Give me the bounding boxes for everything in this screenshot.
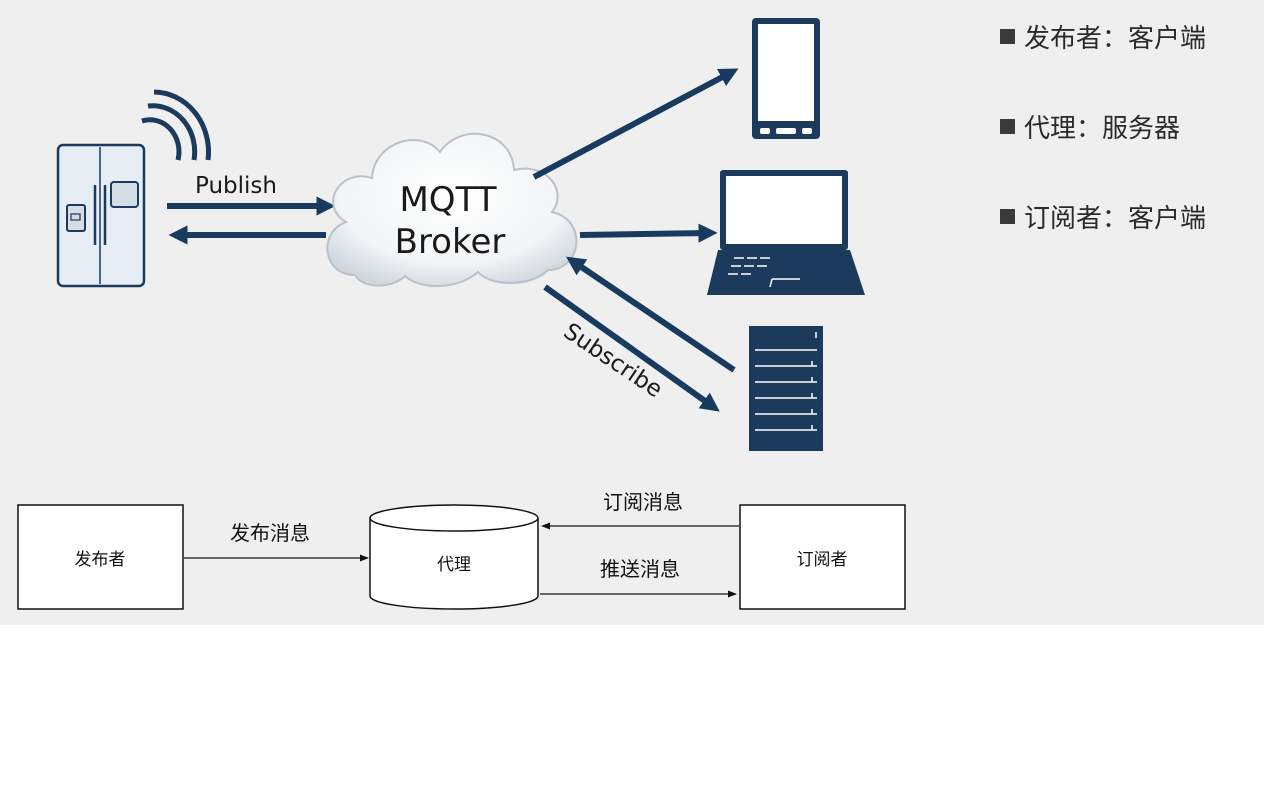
legend-text: 发布者：客户端 <box>1024 24 1207 54</box>
broker-box-label: 代理 <box>437 555 471 575</box>
arrow-to-phone <box>532 68 739 180</box>
publisher-label: 发布者 <box>75 550 126 570</box>
broker-label-line2: Broker <box>395 222 506 262</box>
laptop-icon <box>707 170 865 295</box>
subscribe-message-label: 订阅消息 <box>603 490 683 514</box>
legend-item-publisher: 发布者：客户端 <box>1000 18 1206 55</box>
legend-text: 代理：服务器 <box>1024 114 1181 144</box>
subscribe-arrow <box>566 256 736 373</box>
publisher-box <box>17 504 184 610</box>
arrow-to-laptop <box>579 223 718 243</box>
subscriber-box <box>739 504 906 610</box>
publish-message-label: 发布消息 <box>230 521 310 545</box>
legend-item-subscriber: 订阅者：客户端 <box>1000 198 1206 235</box>
publish-label: Publish <box>195 173 277 199</box>
broker-cylinder <box>369 504 539 610</box>
cloud-icon <box>326 132 578 287</box>
wifi-icon <box>141 89 211 161</box>
bullet-square-icon <box>1000 119 1015 134</box>
legend-item-broker: 代理：服务器 <box>1000 108 1180 145</box>
arrow-to-server <box>543 284 720 412</box>
broker-label-line1: MQTT <box>399 180 496 220</box>
push-message-label: 推送消息 <box>600 557 680 581</box>
legend-text: 订阅者：客户端 <box>1024 204 1207 234</box>
bullet-square-icon <box>1000 209 1015 224</box>
slide-canvas: Publish MQTT Broker Subscribe <box>0 0 1264 625</box>
server-icon <box>749 326 823 451</box>
subscriber-label: 订阅者 <box>797 550 848 570</box>
mqtt-diagram: Publish MQTT Broker Subscribe <box>17 18 906 610</box>
fridge-icon <box>56 143 146 288</box>
bullet-square-icon <box>1000 29 1015 44</box>
phone-icon <box>752 18 820 139</box>
